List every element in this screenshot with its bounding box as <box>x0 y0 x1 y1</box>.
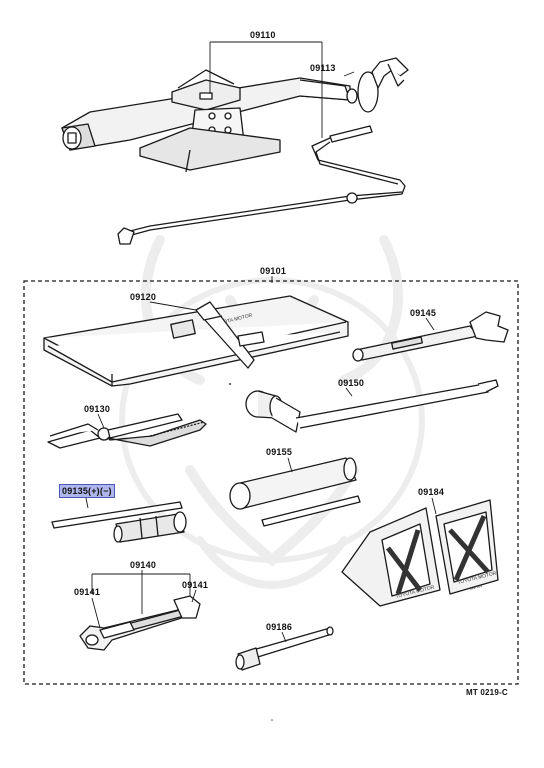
extension-bar <box>235 626 334 671</box>
label-09150: 09150 <box>338 378 365 388</box>
dot-mark <box>229 383 231 385</box>
label-09130: 09130 <box>84 404 111 414</box>
leader-09135 <box>85 497 89 509</box>
plug-wrench <box>229 457 361 527</box>
leader-09186 <box>281 631 287 643</box>
label-09145: 09145 <box>410 308 437 318</box>
leader-09120 <box>149 301 197 311</box>
leader-09155 <box>287 457 293 473</box>
label-09101: 09101 <box>260 266 287 276</box>
pliers <box>47 413 207 449</box>
label-09110: 09110 <box>250 30 276 40</box>
tool-bag: TOYOTA MOTOR <box>43 295 349 387</box>
chock-marking-sub: JAPAN <box>469 583 483 591</box>
leader-lines-wrench-set <box>91 570 197 629</box>
wheel-nut-wrench <box>245 379 499 433</box>
label-09140: 09140 <box>130 560 157 570</box>
label-09186: 09186 <box>266 622 293 632</box>
label-09113: 09113 <box>310 63 336 73</box>
label-09135-highlighted[interactable]: 09135(+)(−) <box>59 484 115 498</box>
screwdriver <box>51 501 187 543</box>
dot-mark-2 <box>271 719 273 721</box>
wrench-set <box>79 595 201 651</box>
reference-code: MT 0219-C <box>466 688 508 697</box>
leader-09184 <box>431 497 437 515</box>
leader-09150 <box>345 387 353 397</box>
leader-lines-top <box>209 41 355 138</box>
adjustable-wrench <box>352 311 509 362</box>
wheel-chocks: TOYOTA MOTOR TOYOTA MOTOR JAPAN <box>341 499 499 607</box>
label-09141-right: 09141 <box>182 580 209 590</box>
label-09120: 09120 <box>130 292 157 302</box>
label-09184: 09184 <box>418 487 445 497</box>
leader-09145 <box>425 317 435 331</box>
label-09141-left: 09141 <box>74 587 101 597</box>
label-09155: 09155 <box>266 447 293 457</box>
jack-assembly <box>61 57 409 245</box>
leader-09130 <box>97 413 105 429</box>
tool-set-boundary <box>23 280 519 685</box>
